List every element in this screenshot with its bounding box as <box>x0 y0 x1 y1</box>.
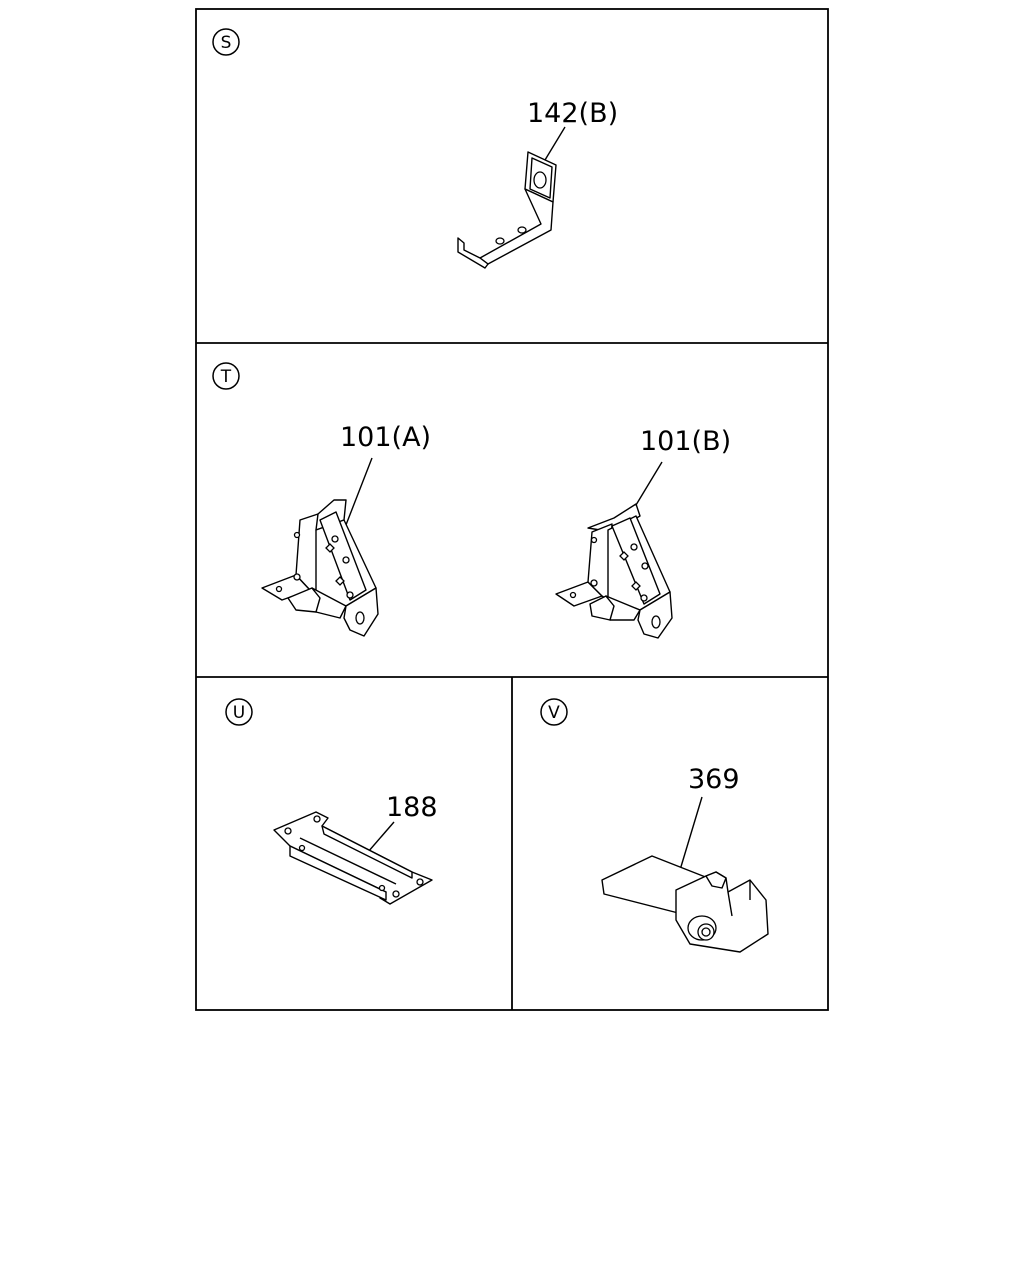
panel-u-badge[interactable]: U <box>225 698 253 726</box>
callout-101b[interactable]: 101(B) <box>640 426 731 457</box>
panel-v-badge[interactable]: V <box>540 698 568 726</box>
bracket-101b-part[interactable] <box>555 503 673 639</box>
bracket-142b-part[interactable] <box>457 151 557 269</box>
svg-text:T: T <box>220 367 232 387</box>
leader-line <box>343 457 373 531</box>
panel-v: V 369 <box>540 698 769 953</box>
callout-188[interactable]: 188 <box>386 792 438 823</box>
callout-101a[interactable]: 101(A) <box>340 422 431 453</box>
svg-text:S: S <box>221 33 232 53</box>
bracket-188-part[interactable] <box>273 811 433 905</box>
leader-line <box>635 461 663 506</box>
bracket-101a-part[interactable] <box>261 499 379 637</box>
leader-line <box>367 821 395 853</box>
panel-t: T 101(A) 101(B) <box>212 362 731 639</box>
callout-142b[interactable]: 142(B) <box>527 98 618 129</box>
svg-text:V: V <box>548 703 560 723</box>
leader-line <box>679 796 703 871</box>
panel-t-badge[interactable]: T <box>212 362 240 390</box>
mount-369-part[interactable] <box>601 855 769 953</box>
panel-u: U 188 <box>225 698 438 905</box>
panel-s: S 142(B) <box>212 28 618 269</box>
leader-line <box>544 126 566 161</box>
panel-frame <box>195 8 829 1011</box>
callout-369[interactable]: 369 <box>688 764 740 795</box>
panel-s-badge[interactable]: S <box>212 28 240 56</box>
svg-text:U: U <box>233 703 245 723</box>
